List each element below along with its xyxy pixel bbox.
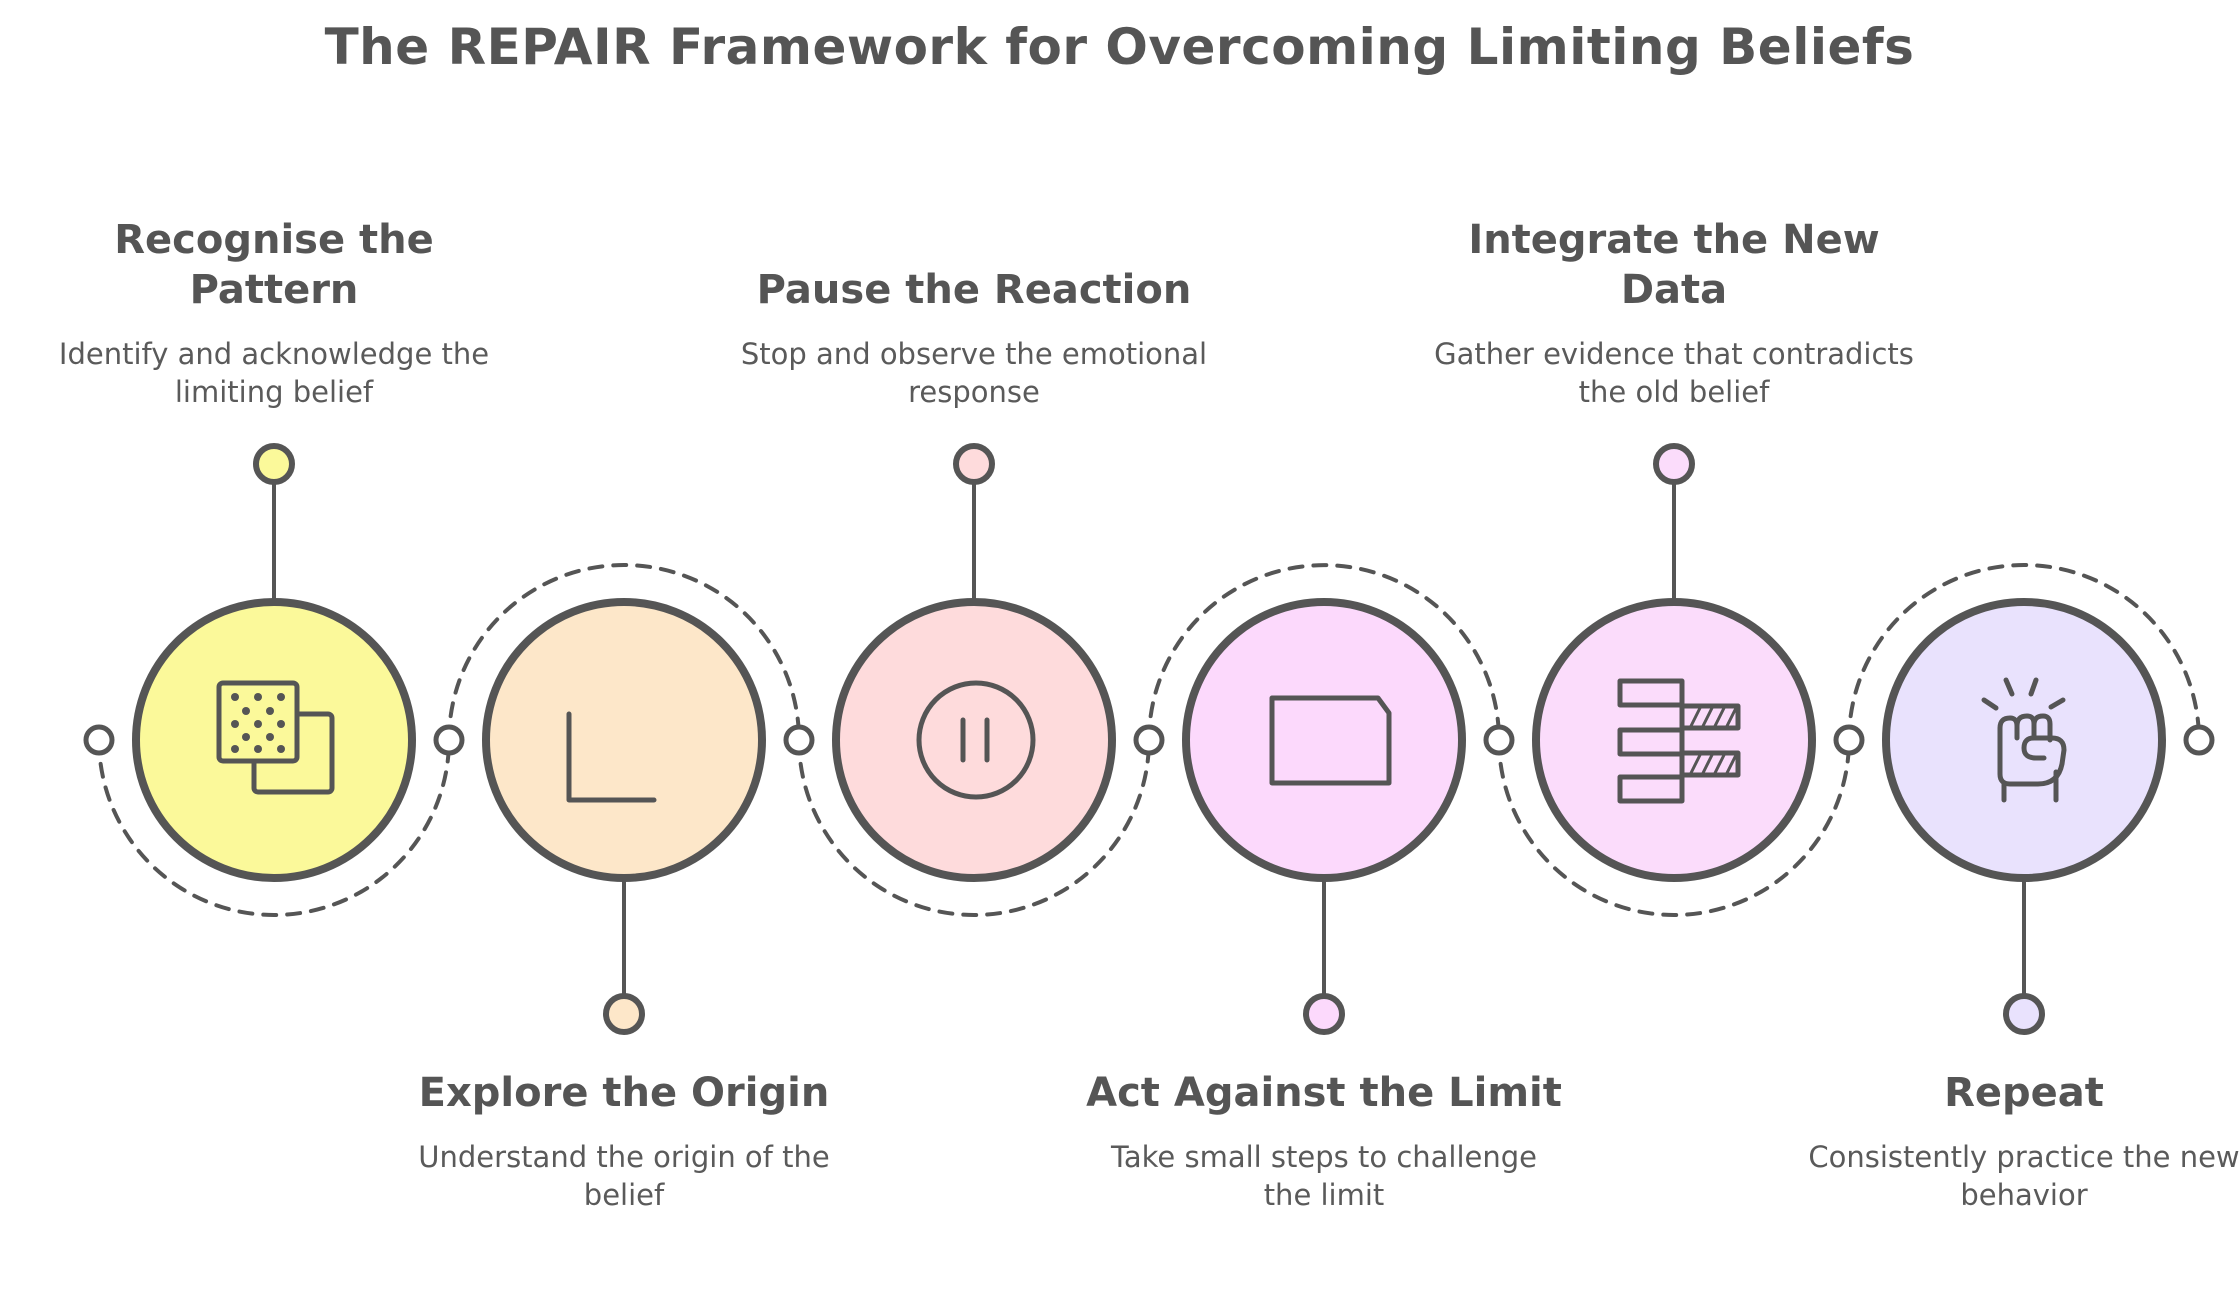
junction-node-2 [433, 724, 465, 756]
step-circle-integrate [1532, 598, 1816, 882]
connector-arc-4 [1147, 563, 1501, 742]
overlapping-squares-icon [216, 680, 335, 795]
step-explore: Explore the Origin Understand the origin… [384, 1068, 864, 1214]
stem-dot-3 [953, 443, 995, 485]
step-repeat: Repeat Consistently practice the new beh… [1784, 1068, 2239, 1214]
rectangle-icon [1269, 695, 1392, 786]
step-circle-act [1182, 598, 1466, 882]
raised-fist-icon [1981, 677, 2067, 803]
junction-node-6 [1833, 724, 1865, 756]
corner-line-icon [566, 711, 657, 803]
diagram-title: The REPAIR Framework for Overcoming Limi… [324, 18, 1915, 76]
step-act: Act Against the Limit Take small steps t… [1084, 1068, 1564, 1214]
stem-dot-1 [253, 443, 295, 485]
junction-node-7 [2183, 724, 2215, 756]
step-heading: Pause the Reaction [756, 267, 1192, 313]
step-description: Take small steps to challenge the limit [1110, 1140, 1538, 1212]
step-description: Understand the origin of the belief [418, 1140, 830, 1212]
junction-node-4 [1133, 724, 1165, 756]
junction-node-3 [783, 724, 815, 756]
stem-dot-4 [1303, 993, 1345, 1035]
step-heading: Integrate the New Data [1468, 217, 1880, 313]
step-description: Stop and observe the emotional response [740, 337, 1208, 409]
step-heading: Act Against the Limit [1086, 1070, 1562, 1116]
step-description: Consistently practice the new behavior [1808, 1140, 2239, 1212]
connector-arc-3 [797, 738, 1151, 917]
bar-compare-icon [1617, 678, 1741, 804]
step-circle-pause [832, 598, 1116, 882]
junction-node-1 [83, 724, 115, 756]
stem-dot-6 [2003, 993, 2045, 1035]
step-heading: Repeat [1944, 1070, 2104, 1116]
connector-arc-2 [447, 563, 801, 742]
stem-dot-5 [1653, 443, 1695, 485]
stem-dot-2 [603, 993, 645, 1035]
step-heading: Recognise the Pattern [114, 217, 434, 313]
step-description: Gather evidence that contradicts the old… [1434, 337, 1914, 409]
connector-arc-5 [1497, 738, 1851, 917]
junction-node-5 [1483, 724, 1515, 756]
step-heading: Explore the Origin [418, 1070, 830, 1116]
step-description: Identify and acknowledge the limiting be… [58, 337, 490, 409]
step-integrate: Integrate the New Data Gather evidence t… [1434, 215, 1914, 411]
pause-icon [916, 680, 1036, 800]
connector-arc-1 [97, 738, 451, 917]
step-circle-explore [482, 598, 766, 882]
connector-arc-6 [1847, 563, 2201, 742]
step-recognise: Recognise the Pattern Identify and ackno… [34, 215, 514, 411]
step-pause: Pause the Reaction Stop and observe the … [734, 265, 1214, 411]
